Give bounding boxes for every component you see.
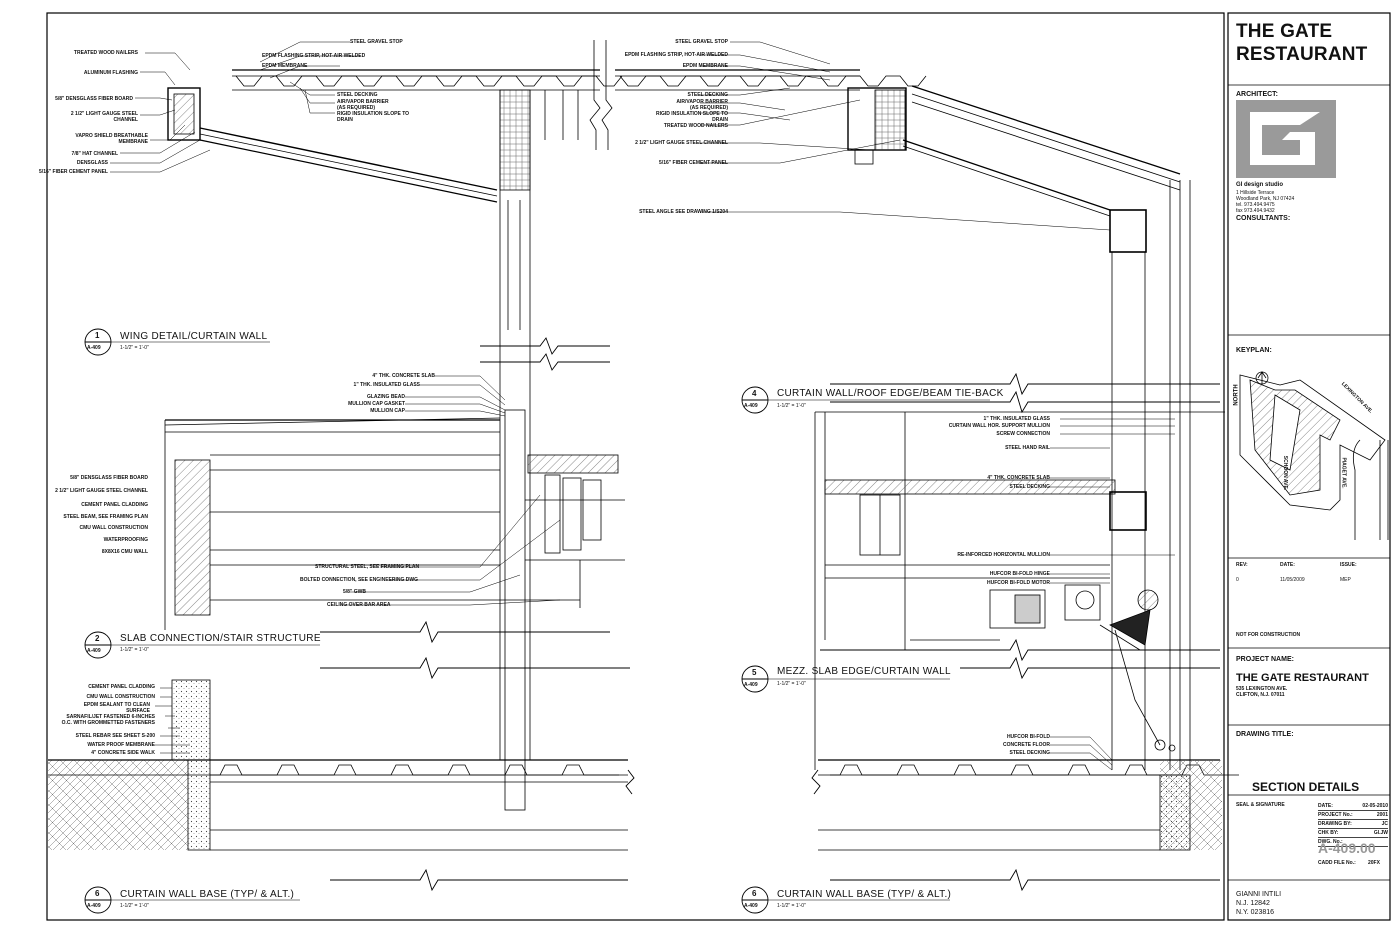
consultants-label: CONSULTANTS: bbox=[1236, 215, 1291, 222]
keyplan-label: KEYPLAN: bbox=[1236, 347, 1272, 354]
detail-6-base bbox=[48, 679, 1239, 851]
sheet-border bbox=[46, 12, 1225, 921]
detail-2-slab bbox=[164, 409, 625, 811]
project-name-label: PROJECT NAME: bbox=[1236, 656, 1294, 663]
sheet-number: A-409.00 bbox=[1318, 840, 1376, 856]
stamp-row: DWG. No.: bbox=[1318, 838, 1388, 847]
detail-title-4: CURTAIN WALL/ROOF EDGE/BEAM TIE-BACK bbox=[777, 388, 1004, 399]
break-lines bbox=[320, 337, 1220, 892]
north-label: NORTH bbox=[1233, 384, 1240, 406]
stamp-row: DRAWING BY:JC bbox=[1318, 821, 1388, 829]
stamp-row: DATE:02-05-2010 bbox=[1318, 803, 1388, 811]
detail-title-6-right: CURTAIN WALL BASE (TYP/ & ALT.) bbox=[777, 889, 952, 900]
cadd-label: CADD FILE No.: bbox=[1318, 860, 1356, 866]
drawing-title: SECTION DETAILS bbox=[1252, 780, 1360, 794]
detail-roof-right bbox=[615, 69, 1191, 770]
stamp-row: PROJECT No.:2001 bbox=[1318, 812, 1388, 820]
architect-address: 1 Hillside Terrace Woodland Park, NJ 074… bbox=[1236, 190, 1295, 214]
street-piaget: PIAGET AVE. bbox=[1340, 457, 1347, 489]
detail-title-5: MEZZ. SLAB EDGE/CURTAIN WALL bbox=[777, 666, 951, 677]
seal-label: SEAL & SIGNATURE bbox=[1236, 802, 1285, 808]
detail-title-2: SLAB CONNECTION/STAIR STRUCTURE bbox=[120, 633, 321, 644]
title-block-border bbox=[1227, 12, 1391, 921]
detail-4-5-tieback bbox=[814, 411, 1225, 770]
detail-bubbles bbox=[84, 328, 990, 914]
detail-title-1: WING DETAIL/CURTAIN WALL bbox=[120, 331, 268, 342]
stamp-table: DATE:02-05-2010 PROJECT No.:2001 DRAWING… bbox=[1318, 802, 1388, 847]
architect-logo bbox=[1236, 100, 1336, 178]
project-name: THE GATE RESTAURANT bbox=[1236, 672, 1369, 684]
project-title: THE GATE RESTAURANT bbox=[1236, 21, 1368, 65]
not-for-construction: NOT FOR CONSTRUCTION bbox=[1236, 632, 1301, 638]
title-block: THE GATE RESTAURANT ARCHITECT: GI design… bbox=[1233, 21, 1388, 916]
signer: GIANNI INTILI N.J. 12842 N.Y. 023816 bbox=[1236, 891, 1282, 916]
title-block-lines bbox=[1228, 84, 1390, 881]
leader-lines bbox=[110, 41, 1175, 771]
street-schoon: SCHOON AVE. bbox=[1282, 455, 1289, 491]
architect-name: GI design studio bbox=[1236, 182, 1284, 188]
stamp-row: CHK BY:GI.JW bbox=[1318, 830, 1388, 838]
drawing-title-label: DRAWING TITLE: bbox=[1236, 731, 1294, 738]
keyplan-map bbox=[1239, 371, 1389, 540]
architect-label: ARCHITECT: bbox=[1236, 91, 1278, 98]
detail-1-wing bbox=[167, 40, 623, 760]
detail-title-6-left: CURTAIN WALL BASE (TYP/ & ALT.) bbox=[120, 889, 295, 900]
cadd-value: 20FX bbox=[1368, 860, 1380, 866]
street-lexington: LEXINGTON AVE. bbox=[1339, 381, 1374, 415]
project-address: 535 LEXINGTON AVE. CLIFTON, N.J. 07011 bbox=[1236, 686, 1288, 698]
